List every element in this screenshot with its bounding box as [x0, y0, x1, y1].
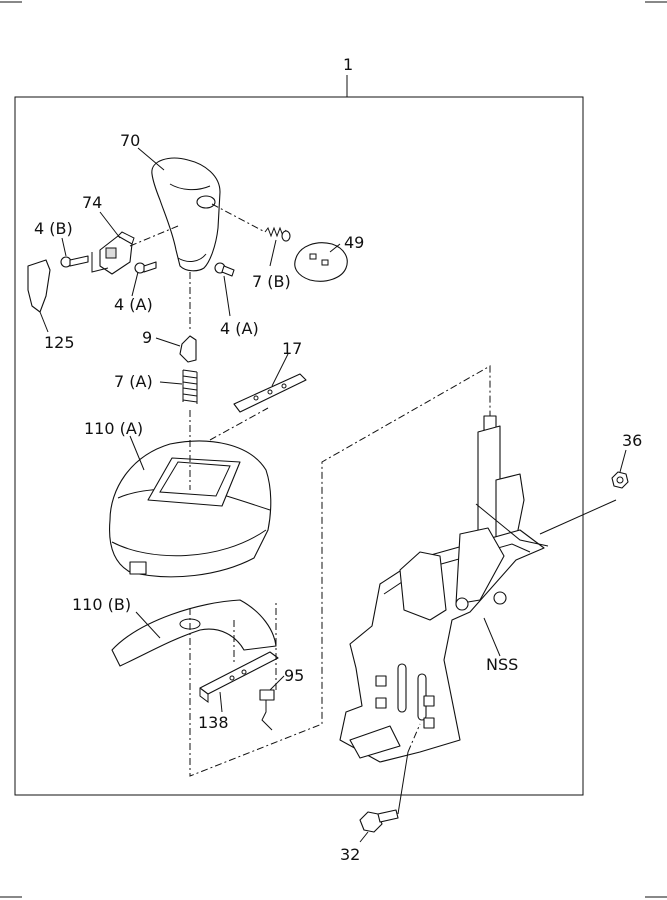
shift-button-part: [99, 231, 135, 275]
plate-17-part: [233, 373, 307, 413]
spring-7b-part: [264, 226, 291, 242]
shift-knob-part: [151, 157, 221, 272]
callout-7a: 7 (A): [114, 372, 153, 391]
callout-4a-left: 4 (A): [114, 295, 153, 314]
callout-nss: NSS: [486, 655, 518, 674]
bolt-32-part: [359, 809, 399, 833]
dust-cover-110b-part: [111, 599, 277, 667]
callout-36: 36: [622, 431, 642, 450]
callout-125: 125: [44, 333, 75, 352]
bulb-95-part: [259, 689, 275, 731]
screw-4a-right-part: [214, 262, 235, 277]
callout-138: 138: [198, 713, 229, 732]
spring-7a-part: [182, 369, 198, 404]
callout-7b: 7 (B): [252, 272, 291, 291]
callout-4a-right: 4 (A): [220, 319, 259, 338]
assembly-frame: [14, 96, 584, 796]
nut-36-part: [611, 471, 629, 489]
callout-70: 70: [120, 131, 140, 150]
callout-74: 74: [82, 193, 102, 212]
callout-4b: 4 (B): [34, 219, 73, 238]
cover-125-part: [27, 259, 51, 313]
callout-17: 17: [282, 339, 302, 358]
select-lever-assembly-nss-part: [339, 415, 549, 763]
assembly-outline-dashed: [189, 365, 491, 777]
button-plate-49-part: [294, 242, 348, 282]
indicator-138-part: [199, 651, 279, 703]
screw-4b-part: [60, 255, 89, 268]
callout-95: 95: [284, 666, 304, 685]
leader-lines: [39, 147, 627, 843]
callout-1: 1: [343, 55, 353, 74]
callout-9: 9: [142, 328, 152, 347]
callout-32: 32: [340, 845, 360, 864]
screw-4a-left-part: [134, 261, 157, 274]
pin-9-part: [179, 335, 197, 363]
callout-110a: 110 (A): [84, 419, 143, 438]
indicator-housing-110a-part: [108, 440, 272, 578]
callout-49: 49: [344, 233, 364, 252]
callout-110b: 110 (B): [72, 595, 131, 614]
